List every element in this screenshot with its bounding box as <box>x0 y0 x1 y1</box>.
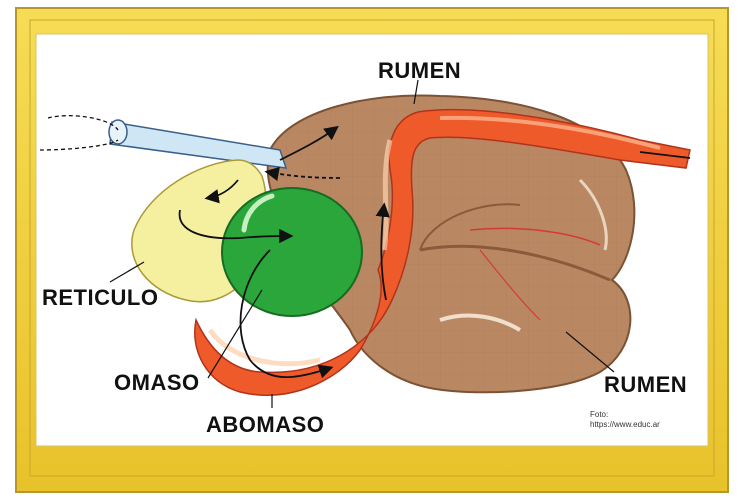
photo-credit-line2: https://www.educ.ar <box>590 420 660 430</box>
label-abomaso: ABOMASO <box>206 412 324 438</box>
label-rumen-right: RUMEN <box>604 372 687 398</box>
label-rumen-top: RUMEN <box>378 58 461 84</box>
photo-credit: Foto: https://www.educ.ar <box>590 410 660 430</box>
esophagus <box>40 116 286 168</box>
photo-credit-line1: Foto: <box>590 410 660 420</box>
label-reticulo: RETICULO <box>42 285 158 311</box>
label-omaso: OMASO <box>114 370 200 396</box>
